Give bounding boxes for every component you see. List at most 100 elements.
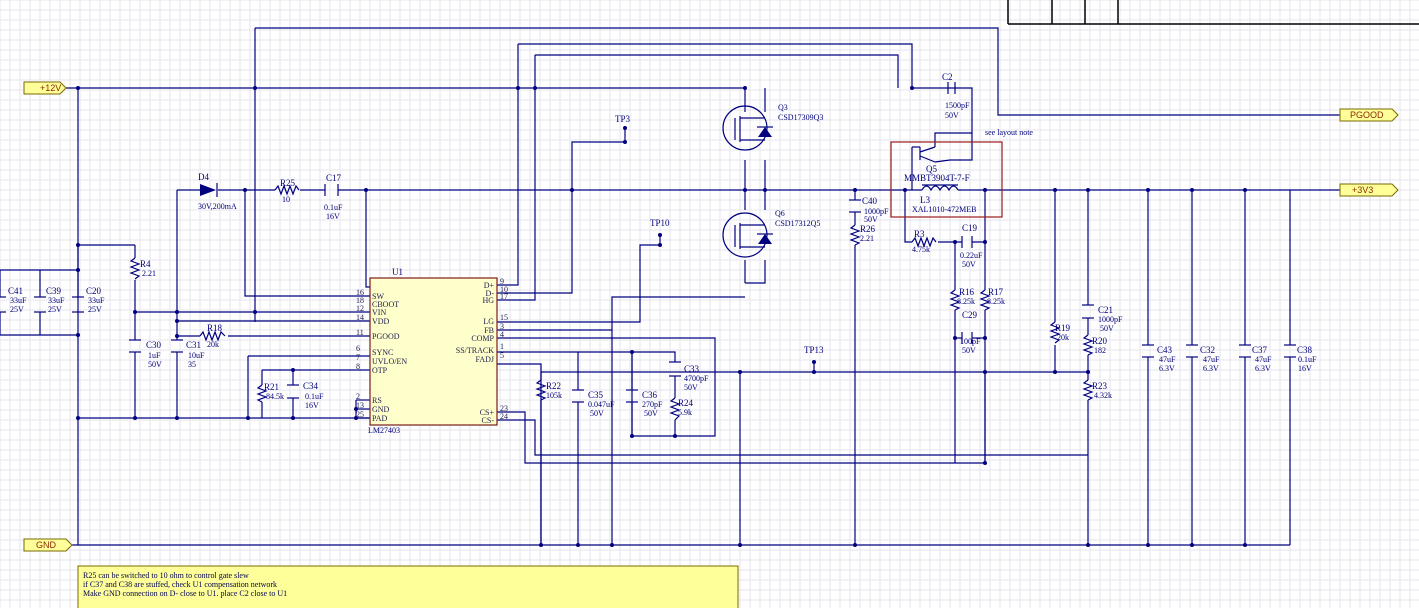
resistor-r17[interactable]: R17 8.25k bbox=[979, 287, 1005, 311]
note-box: R25 can be switched to 10 ohm to control… bbox=[77, 565, 739, 608]
u1-pin-d-: D+ bbox=[484, 281, 495, 290]
u1-pin-number: 13 bbox=[356, 401, 364, 410]
components-c2-rating: 50V bbox=[945, 111, 959, 120]
cap-c2[interactable]: C2 1500pF 50V bbox=[918, 72, 970, 120]
resistor-r16[interactable]: R16 8.25k bbox=[949, 287, 975, 311]
cap-c38[interactable]: C38 0.1uF 16V bbox=[1284, 344, 1317, 373]
components-c41-value: 33uF bbox=[10, 296, 27, 305]
components-c35-ref: C35 bbox=[588, 390, 604, 400]
cap-c39[interactable]: C39 33uF 25V bbox=[34, 286, 65, 314]
u1-pin-hg: HG bbox=[482, 296, 494, 305]
cap-c19[interactable]: C19 0.22uF 50V bbox=[960, 223, 983, 269]
resistor-r25[interactable]: R25 10 bbox=[274, 178, 300, 204]
components-r24-ref: R24 bbox=[678, 398, 694, 408]
cap-c40[interactable]: C40 1000pF 50V bbox=[849, 196, 889, 224]
cap-c33[interactable]: C33 4700pF 50V bbox=[669, 361, 709, 392]
components-c21-value: 1000pF bbox=[1098, 315, 1123, 324]
cap-c36[interactable]: C36 270pF 50V bbox=[626, 389, 663, 418]
u1-pin-fadj: FADJ bbox=[475, 355, 494, 364]
components-d4-ref: D4 bbox=[198, 172, 209, 182]
resistor-r3[interactable]: R3 4.75k bbox=[911, 229, 937, 254]
u1-pin-sw: SW bbox=[372, 292, 384, 301]
components-q5-ref: Q5 bbox=[926, 164, 937, 174]
components-c38-ref: C38 bbox=[1297, 345, 1313, 355]
components-d4-value: 30V,200mA bbox=[198, 202, 237, 211]
port-3v3-label: +3V3 bbox=[1352, 185, 1373, 195]
cap-c43[interactable]: C43 47uF 6.3V bbox=[1142, 344, 1176, 373]
components-c30-rating: 50V bbox=[148, 360, 162, 369]
resistor-r18[interactable]: R18 20k bbox=[199, 323, 226, 349]
components-c43-value: 47uF bbox=[1159, 355, 1176, 364]
components-c40-rating: 50V bbox=[864, 215, 878, 224]
mosfet-q6[interactable]: Q6 CSD17312Q5 bbox=[722, 209, 820, 258]
components-q3-ref: Q3 bbox=[778, 103, 788, 112]
u1-ic[interactable]: U1 LM27403 SW16CBOOT18VIN12VDD14PGOOD11S… bbox=[356, 267, 508, 435]
components-tp13-ref: TP13 bbox=[804, 345, 824, 355]
u1-pin-pad: PAD bbox=[372, 414, 387, 423]
inductor-l3[interactable]: L3 XAL1010-472MEB bbox=[912, 184, 976, 214]
cap-c41[interactable]: C41 33uF 25V bbox=[0, 286, 27, 314]
components-c36-value: 270pF bbox=[642, 400, 663, 409]
components-tp10-ref: TP10 bbox=[650, 218, 670, 228]
components-r24-value: 5.9k bbox=[678, 408, 692, 417]
components-c32-rating: 6.3V bbox=[1203, 364, 1219, 373]
layout-highlight-box bbox=[890, 141, 1003, 218]
diode-d4[interactable]: D4 30V,200mA bbox=[198, 172, 237, 211]
port-gnd[interactable]: GND bbox=[23, 538, 73, 552]
components-q6-ref: Q6 bbox=[775, 209, 785, 218]
resistor-r21[interactable]: R21 84.5k bbox=[256, 382, 284, 403]
u1-pin-number: 9 bbox=[500, 277, 504, 286]
cap-c30[interactable]: C30 1uF 50V bbox=[129, 339, 162, 369]
testpoint-tp3[interactable]: TP3 bbox=[615, 114, 631, 130]
resistor-r19[interactable]: R19 20k bbox=[1049, 321, 1071, 344]
resistor-r24[interactable]: R24 5.9k bbox=[669, 397, 694, 421]
layout-note-text: see layout note bbox=[985, 128, 1033, 137]
u1-pin-uvlo-en: UVLO/EN bbox=[372, 357, 407, 366]
cap-c21[interactable]: C21 1000pF 50V bbox=[1082, 304, 1123, 333]
port-3v3[interactable]: +3V3 bbox=[1339, 183, 1399, 197]
resistor-r4[interactable]: R4 2.21 bbox=[129, 257, 156, 280]
components-c2-value: 1500pF bbox=[945, 101, 970, 110]
testpoint-tp13[interactable]: TP13 bbox=[804, 345, 824, 364]
u1-pin-ss-track: SS/TRACK bbox=[456, 346, 494, 355]
components-l3-ref: L3 bbox=[920, 195, 930, 205]
cap-c17[interactable]: C17 0.1uF 16V bbox=[324, 173, 343, 221]
u1-pin-number: 3 bbox=[500, 322, 504, 331]
cap-c34[interactable]: C34 0.1uF 16V bbox=[287, 381, 324, 410]
testpoint-tp10[interactable]: TP10 bbox=[650, 218, 670, 237]
bjt-q5[interactable]: Q5 MMBT3904T-7-F bbox=[904, 146, 970, 183]
resistor-r26[interactable]: R26 2.21 bbox=[849, 224, 876, 246]
cap-c35[interactable]: C35 0.047uF 50V bbox=[572, 389, 615, 418]
resistor-r23[interactable]: R23 4.32k bbox=[1082, 379, 1112, 401]
components-c32-value: 47uF bbox=[1203, 355, 1220, 364]
components-c43-rating: 6.3V bbox=[1159, 364, 1175, 373]
u1-pin-rs: RS bbox=[372, 396, 382, 405]
u1-pin-fb: FB bbox=[484, 326, 494, 335]
u1-pin-number: 7 bbox=[356, 353, 360, 362]
port-pgood[interactable]: PGOOD bbox=[1339, 108, 1399, 122]
resistor-r22[interactable]: R22 105k bbox=[535, 379, 562, 401]
components-c20-value: 33uF bbox=[88, 296, 105, 305]
u1-pin-gnd: GND bbox=[372, 405, 390, 414]
components-r25-value: 10 bbox=[282, 195, 290, 204]
components-c21-rating: 50V bbox=[1100, 324, 1114, 333]
u1-pin-cs-: CS- bbox=[482, 416, 495, 425]
cap-c37[interactable]: C37 47uF 6.3V bbox=[1239, 344, 1272, 373]
cap-c32[interactable]: C32 47uF 6.3V bbox=[1186, 344, 1220, 373]
u1-pin-pgood: PGOOD bbox=[372, 332, 400, 341]
components-q6-value: CSD17312Q5 bbox=[775, 219, 820, 228]
components-r19-ref: R19 bbox=[1055, 323, 1071, 333]
components-c43-ref: C43 bbox=[1157, 345, 1173, 355]
port-pgood-label: PGOOD bbox=[1350, 110, 1384, 120]
components-r4-value: 2.21 bbox=[142, 269, 156, 278]
port-12v[interactable]: +12V bbox=[23, 81, 67, 95]
mosfet-q3[interactable]: Q3 CSD17309Q3 bbox=[722, 103, 823, 151]
u1-pin-number: 18 bbox=[356, 296, 364, 305]
cap-c29[interactable]: C29 100pF 50V bbox=[960, 310, 981, 355]
components-c31-rating: 35 bbox=[188, 360, 196, 369]
cap-c31[interactable]: C31 10uF 35 bbox=[171, 339, 205, 369]
resistor-r20[interactable]: R20 182 bbox=[1082, 334, 1108, 356]
components-c40-ref: C40 bbox=[862, 196, 878, 206]
cap-c20[interactable]: C20 33uF 25V bbox=[72, 286, 105, 314]
u1-part: LM27403 bbox=[368, 426, 400, 435]
